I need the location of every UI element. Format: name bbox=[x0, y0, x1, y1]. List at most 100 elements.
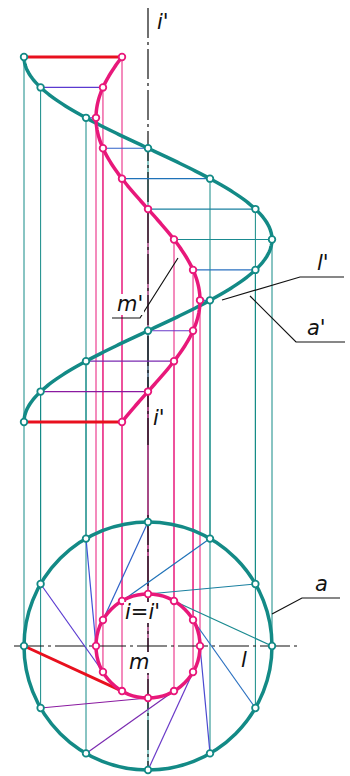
generator-line bbox=[122, 539, 210, 601]
point-dot bbox=[119, 54, 126, 61]
generator-line bbox=[86, 361, 174, 362]
point-dot bbox=[252, 206, 259, 213]
projection-line bbox=[122, 57, 123, 691]
point-dot bbox=[145, 145, 152, 152]
point-dot bbox=[83, 750, 90, 757]
point-dot bbox=[207, 175, 214, 182]
leader-line bbox=[112, 258, 178, 318]
point-label: i' bbox=[152, 408, 166, 429]
generator-line bbox=[122, 178, 210, 179]
projection-line bbox=[200, 300, 201, 646]
point-dot bbox=[145, 388, 152, 395]
generator-line bbox=[148, 208, 255, 209]
point-dot bbox=[37, 705, 44, 712]
generator-line bbox=[148, 672, 193, 770]
point-dot bbox=[100, 84, 107, 91]
point-dot bbox=[119, 688, 126, 695]
point-dot bbox=[171, 236, 178, 243]
point-dot bbox=[21, 419, 28, 426]
projection-line bbox=[86, 361, 87, 753]
point-dot bbox=[119, 419, 126, 426]
projection-line bbox=[40, 392, 41, 708]
outer-helix bbox=[24, 57, 272, 422]
point-dot bbox=[197, 643, 204, 650]
point-dot bbox=[207, 535, 214, 542]
axis-line bbox=[147, 8, 148, 445]
projection-line bbox=[24, 57, 25, 646]
point-label: m' bbox=[116, 294, 144, 315]
point-dot bbox=[100, 617, 107, 624]
leader-line bbox=[250, 296, 345, 342]
point-dot bbox=[269, 643, 276, 650]
point-dot bbox=[269, 236, 276, 243]
generator-line bbox=[86, 539, 96, 646]
point-dot bbox=[207, 297, 214, 304]
generator-line bbox=[193, 269, 255, 270]
point-dot bbox=[190, 617, 197, 624]
generator-line bbox=[103, 148, 148, 149]
point-label: a bbox=[314, 574, 329, 595]
generator-line bbox=[24, 646, 122, 691]
point-label: m bbox=[128, 652, 150, 673]
projection-line bbox=[210, 300, 211, 753]
point-dot bbox=[171, 688, 178, 695]
generator-line bbox=[148, 584, 255, 594]
center-line bbox=[14, 645, 298, 646]
projection-line bbox=[102, 148, 103, 620]
point-dot bbox=[252, 267, 259, 274]
point-dot bbox=[190, 669, 197, 676]
generator-line bbox=[174, 601, 272, 646]
point-dot bbox=[252, 581, 259, 588]
point-dot bbox=[93, 115, 100, 122]
leader-line bbox=[222, 277, 344, 300]
generator-line bbox=[41, 87, 103, 88]
point-dot bbox=[21, 54, 28, 61]
point-dot bbox=[171, 598, 178, 605]
point-dot bbox=[93, 643, 100, 650]
point-dot bbox=[145, 767, 152, 774]
point-dot bbox=[83, 535, 90, 542]
point-dot bbox=[145, 327, 152, 334]
point-dot bbox=[83, 115, 90, 122]
inner-helix bbox=[96, 57, 200, 422]
projection-line bbox=[122, 179, 123, 601]
generator-line bbox=[86, 691, 174, 753]
point-dot bbox=[252, 705, 259, 712]
projection-line bbox=[255, 270, 256, 708]
center-line bbox=[147, 515, 148, 774]
generator-line bbox=[41, 391, 148, 392]
point-dot bbox=[37, 84, 44, 91]
point-dot bbox=[145, 591, 152, 598]
point-label: l bbox=[240, 650, 248, 671]
point-label: i=i' bbox=[124, 602, 161, 623]
point-dot bbox=[145, 519, 152, 526]
leader-line bbox=[272, 598, 340, 614]
point-dot bbox=[190, 267, 197, 274]
point-dot bbox=[37, 581, 44, 588]
point-dot bbox=[145, 695, 152, 702]
point-dot bbox=[37, 388, 44, 395]
point-dot bbox=[190, 327, 197, 334]
point-dot bbox=[83, 358, 90, 365]
generator-line bbox=[174, 239, 272, 240]
point-dot bbox=[100, 145, 107, 152]
point-dot bbox=[197, 297, 204, 304]
generator-line bbox=[24, 421, 122, 424]
point-label: a' bbox=[306, 318, 327, 339]
point-dot bbox=[207, 750, 214, 757]
generator-line bbox=[24, 56, 122, 59]
outer-circle bbox=[24, 522, 272, 770]
generator-line bbox=[148, 330, 193, 331]
generator-line bbox=[193, 620, 255, 708]
generator-line bbox=[41, 698, 148, 708]
point-dot bbox=[171, 358, 178, 365]
point-dot bbox=[100, 669, 107, 676]
point-label: i' bbox=[156, 12, 170, 33]
point-dot bbox=[119, 175, 126, 182]
projection-line bbox=[96, 118, 97, 646]
projection-line bbox=[272, 240, 273, 647]
inner-circle bbox=[96, 594, 200, 698]
point-dot bbox=[21, 643, 28, 650]
projection-line bbox=[102, 87, 103, 672]
point-dot bbox=[145, 206, 152, 213]
